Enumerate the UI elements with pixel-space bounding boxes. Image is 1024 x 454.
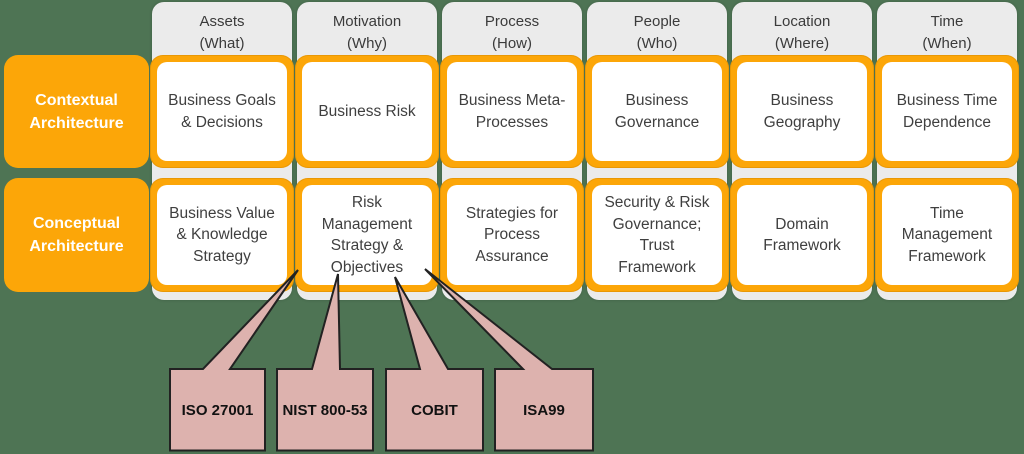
matrix-cell: Strategies for Process Assurance bbox=[440, 178, 584, 292]
matrix-cell: Business Meta- Processes bbox=[440, 55, 584, 168]
matrix-cell: Business Governance bbox=[585, 55, 729, 168]
matrix-cell: Business Risk bbox=[295, 55, 439, 168]
matrix-cell: Business Geography bbox=[730, 55, 874, 168]
callout-shape-cobit bbox=[385, 276, 484, 452]
matrix-cell-text: Business Time Dependence bbox=[882, 62, 1012, 161]
matrix-cell-text: Business Risk bbox=[302, 62, 432, 161]
callout-shape-iso-27001 bbox=[169, 269, 299, 452]
matrix-cell-text: Strategies for Process Assurance bbox=[447, 185, 577, 285]
matrix-cell-risk-management: Risk Management Strategy & Objectives bbox=[295, 178, 439, 292]
callout-label-iso-27001: ISO 27001 bbox=[181, 401, 254, 419]
matrix-cell-text: Business Meta- Processes bbox=[447, 62, 577, 161]
matrix-cell-text: Business Value & Knowledge Strategy bbox=[157, 185, 287, 285]
matrix-cell-text: Time Management Framework bbox=[882, 185, 1012, 285]
matrix-cell-text: Business Geography bbox=[737, 62, 867, 161]
callout-shape-isa99 bbox=[424, 268, 594, 452]
matrix-cell: Domain Framework bbox=[730, 178, 874, 292]
callout-label-isa99: ISA99 bbox=[523, 401, 565, 419]
matrix-cell: Business Value & Knowledge Strategy bbox=[150, 178, 294, 292]
matrix-cell: Time Management Framework bbox=[875, 178, 1019, 292]
callout-label-cobit: COBIT bbox=[411, 401, 458, 419]
column-header: Assets (What) bbox=[199, 13, 245, 52]
column-header: People (Who) bbox=[633, 13, 681, 52]
row-label-conceptual-architecture: Conceptual Architecture bbox=[4, 178, 149, 292]
column-header: Location (Where) bbox=[773, 13, 831, 52]
matrix-cell-text: Risk Management Strategy & Objectives bbox=[302, 185, 432, 285]
callout-label-nist-800-53: NIST 800-53 bbox=[282, 401, 368, 419]
matrix-cell-text: Domain Framework bbox=[737, 185, 867, 285]
matrix-cell: Business Goals & Decisions bbox=[150, 55, 294, 168]
column-header: Motivation (Why) bbox=[332, 13, 402, 52]
row-label-contextual-architecture: Contextual Architecture bbox=[4, 55, 149, 168]
matrix-cell: Security & Risk Governance; Trust Framew… bbox=[585, 178, 729, 292]
matrix-cell-text: Security & Risk Governance; Trust Framew… bbox=[592, 185, 722, 285]
matrix-cell-text: Business Governance bbox=[592, 62, 722, 161]
column-header: Process (How) bbox=[484, 13, 540, 52]
callout-shape-nist-800-53 bbox=[276, 273, 374, 452]
column-header: Time (When) bbox=[922, 13, 972, 52]
matrix-cell: Business Time Dependence bbox=[875, 55, 1019, 168]
matrix-cell-text: Business Goals & Decisions bbox=[157, 62, 287, 161]
